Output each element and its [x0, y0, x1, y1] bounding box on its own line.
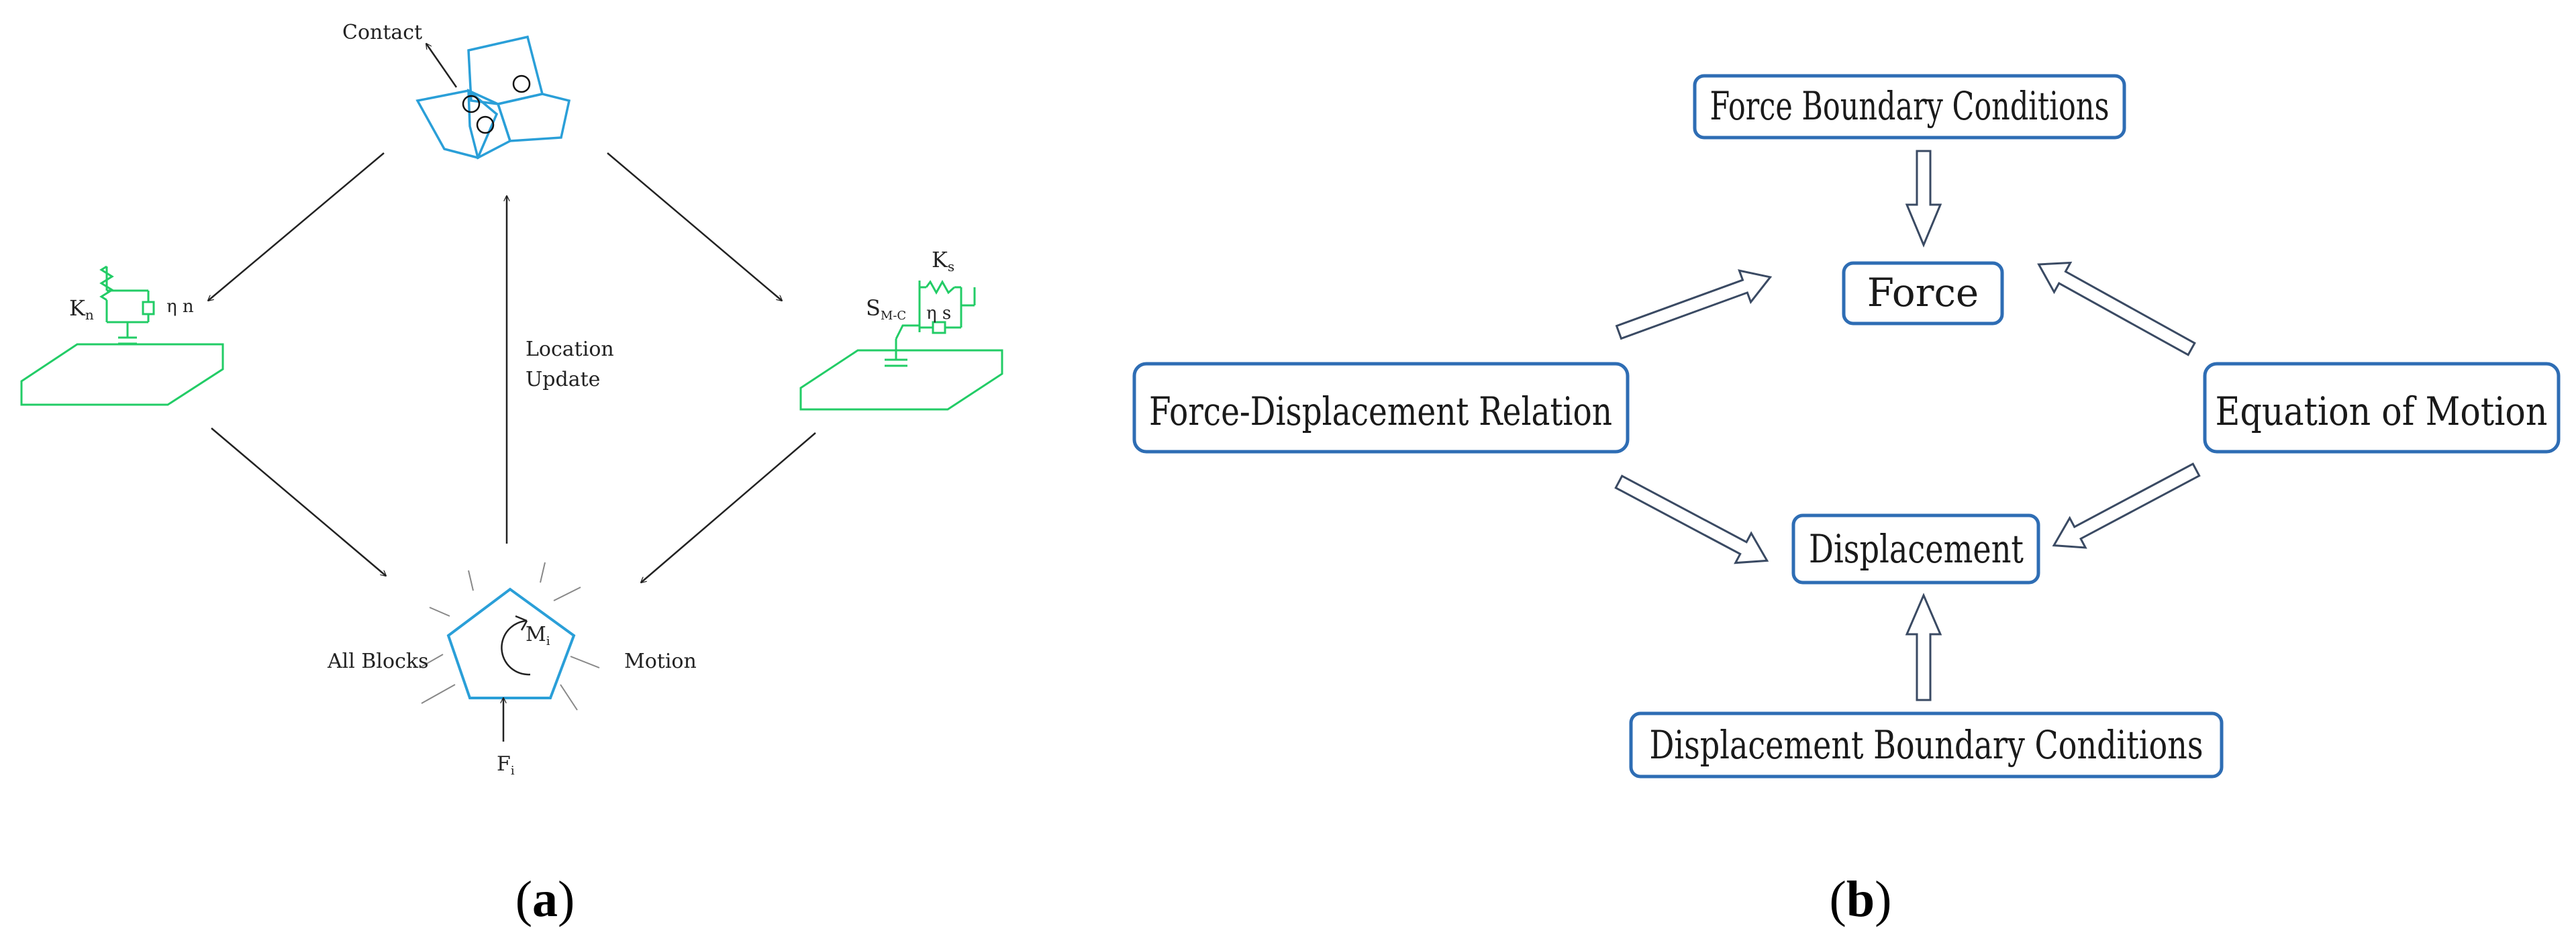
shear-spring-dashpot	[885, 279, 976, 367]
moment-label: Mi	[526, 623, 550, 648]
panel-a: Contact Location Update	[20, 21, 1003, 928]
contact-arrow	[426, 44, 458, 88]
motion-pentagon	[446, 587, 576, 699]
location-update-line1: Location	[526, 338, 614, 361]
normal-spring-dashpot	[99, 265, 155, 345]
caption-b: (b)	[1830, 871, 1892, 928]
ks-label: Ks	[932, 247, 954, 274]
arrow-fdr-to-displacement	[1614, 474, 1769, 564]
arrow-fbc-to-force	[1905, 150, 1942, 248]
force-text: Force	[1867, 270, 1979, 315]
caption-a: (a)	[515, 871, 575, 928]
panel-b: Force Boundary Conditions Force Force-Di…	[1132, 74, 2561, 928]
force-boundary-text: Force Boundary Conditions	[1710, 83, 2110, 129]
box-equation-of-motion	[2203, 362, 2561, 454]
force-displacement-text: Force-Displacement Relation	[1149, 389, 1612, 434]
arrow-normal-to-motion	[211, 428, 386, 576]
eta-n-label: η n	[166, 297, 194, 317]
displacement-boundary-text: Displacement Boundary Conditions	[1650, 722, 2203, 768]
arrow-eom-to-force	[2037, 261, 2196, 356]
arrow-eom-to-displacement	[2052, 462, 2201, 549]
motion-label: Motion	[624, 650, 697, 673]
rotation-arrow	[501, 619, 531, 676]
contact-blocks	[415, 35, 571, 160]
arrow-contact-to-normal	[208, 152, 385, 301]
box-force	[1842, 261, 2004, 326]
box-force-displacement	[1132, 362, 1630, 454]
normal-contact-model: Kn η n	[20, 265, 224, 406]
shear-slab	[799, 349, 1003, 411]
shear-contact-model: Ks SM-C η s	[799, 247, 1003, 411]
normal-slab	[20, 343, 224, 406]
equation-of-motion-text: Equation of Motion	[2216, 389, 2548, 434]
contact-points	[462, 74, 531, 134]
s-label: SM-C	[866, 295, 906, 323]
box-displacement-boundary	[1629, 711, 2224, 779]
location-update-line2: Update	[526, 368, 600, 391]
all-blocks-label: All Blocks	[327, 650, 428, 673]
displacement-text: Displacement	[1809, 526, 2024, 572]
arrow-fdr-to-force	[1615, 269, 1773, 340]
force-label: Fi	[497, 752, 515, 778]
eta-s-label: η s	[926, 303, 951, 323]
arrow-dbc-to-displacement	[1905, 593, 1942, 701]
arrow-shear-to-motion	[641, 432, 816, 583]
contact-label: Contact	[342, 21, 422, 44]
kn-label: Kn	[69, 295, 94, 323]
box-force-boundary	[1693, 74, 2126, 140]
arrow-contact-to-shear	[607, 152, 782, 301]
motion-block: Mi Fi All Blocks Motion	[327, 562, 697, 778]
box-displacement	[1791, 513, 2040, 585]
